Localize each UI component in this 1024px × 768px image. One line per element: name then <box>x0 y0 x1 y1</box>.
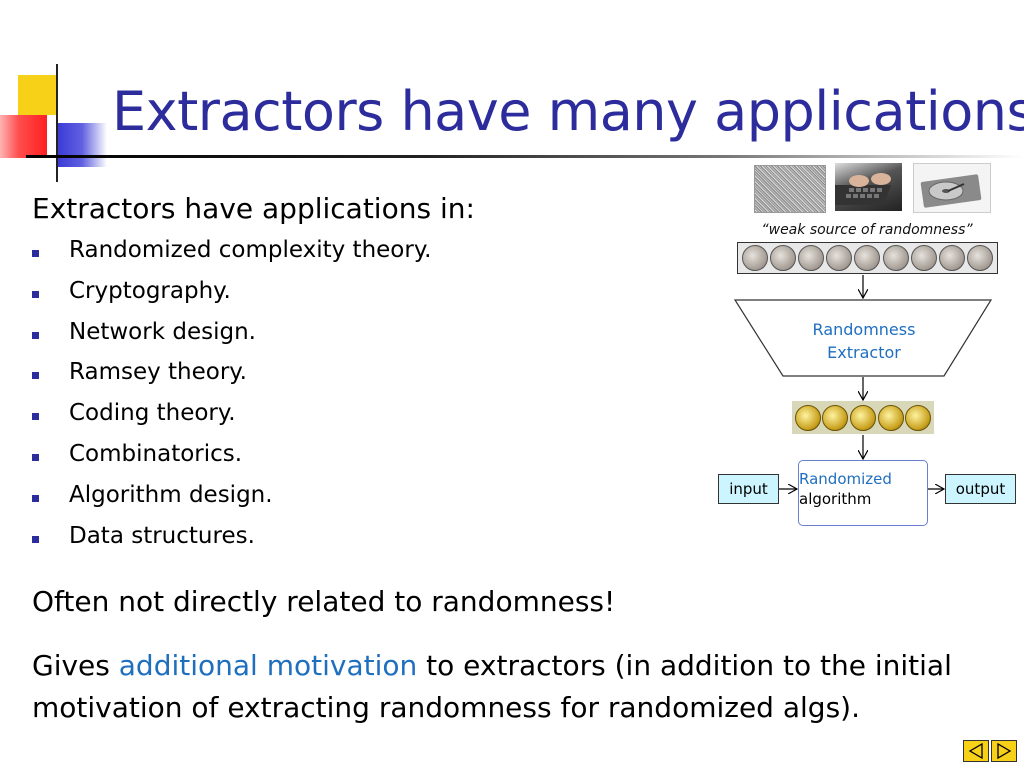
random-coins-strip <box>792 401 934 434</box>
square-bullet-icon <box>32 250 39 257</box>
gold-coin-icon <box>905 404 932 431</box>
noise-image <box>754 165 826 213</box>
coin-icon <box>742 245 769 271</box>
extractor-trapezoid <box>733 299 993 377</box>
coin-icon <box>798 245 825 271</box>
square-bullet-icon <box>32 372 39 380</box>
paragraph-motivation-end: to extractors (in addition to the initia… <box>32 649 952 724</box>
input-box: input <box>718 474 779 504</box>
coin-icon <box>938 245 965 271</box>
weak-coins-strip <box>737 242 998 274</box>
gold-coin-icon <box>794 404 821 431</box>
square-bullet-icon <box>32 413 39 421</box>
bullet-text: Ramsey theory. <box>69 359 247 386</box>
algorithm-label-line2: algorithm <box>799 490 872 508</box>
square-bullet-icon <box>32 290 39 298</box>
algorithm-label-line1: Randomized <box>799 470 892 488</box>
previous-slide-button[interactable] <box>963 740 989 762</box>
triangle-left-icon <box>968 742 983 760</box>
weak-source-label: “weak source of randomness” <box>761 222 973 238</box>
bullet-text: Combinatorics. <box>69 440 243 467</box>
gold-coin-icon <box>849 404 876 431</box>
bullet-text: Data structures. <box>69 522 255 549</box>
square-bullet-icon <box>32 453 39 461</box>
paragraph-motivation: Gives additional motivation to extractor… <box>32 645 1022 729</box>
coin-icon <box>770 245 797 271</box>
bullet-text: Cryptography. <box>69 277 231 304</box>
output-box: output <box>945 474 1016 504</box>
extractor-label: Randomness Extractor <box>768 318 960 364</box>
bullet-text: Network design. <box>69 318 256 345</box>
logo-blue-square <box>57 123 107 167</box>
extractor-label-line1: Randomness <box>812 320 916 339</box>
gold-coin-icon <box>877 404 904 431</box>
coin-icon <box>854 245 881 271</box>
coin-icon <box>882 245 909 271</box>
coin-icon <box>910 245 937 271</box>
logo-yellow-square <box>18 75 56 115</box>
square-bullet-icon <box>32 535 39 543</box>
square-bullet-icon <box>32 331 39 339</box>
gold-coin-icon <box>822 404 849 431</box>
extractor-label-line2: Extractor <box>827 343 901 362</box>
next-slide-button[interactable] <box>991 740 1017 762</box>
keyboard-typing-image <box>825 163 902 211</box>
paragraph-motivation-start: Gives <box>32 649 119 682</box>
triangle-right-icon <box>997 742 1012 760</box>
square-bullet-icon <box>32 494 39 502</box>
coin-icon <box>966 245 993 271</box>
logo-red-square <box>0 115 47 158</box>
slide-title: Extractors have many applications <box>112 80 1024 143</box>
bullet-text: Coding theory. <box>69 400 236 427</box>
bullet-text: Randomized complexity theory. <box>69 237 432 263</box>
logo-vertical-line <box>56 64 58 182</box>
paragraph-randomness-note: Often not directly related to randomness… <box>32 585 616 618</box>
highlighted-phrase: additional motivation <box>118 649 418 682</box>
hard-drive-image <box>913 163 991 213</box>
bullet-text: Algorithm design. <box>69 481 273 508</box>
randomized-algorithm-box: Randomized algorithm <box>798 460 928 526</box>
title-underline <box>26 155 1024 158</box>
coin-icon <box>826 245 853 271</box>
intro-text: Extractors have applications in: <box>32 192 475 225</box>
